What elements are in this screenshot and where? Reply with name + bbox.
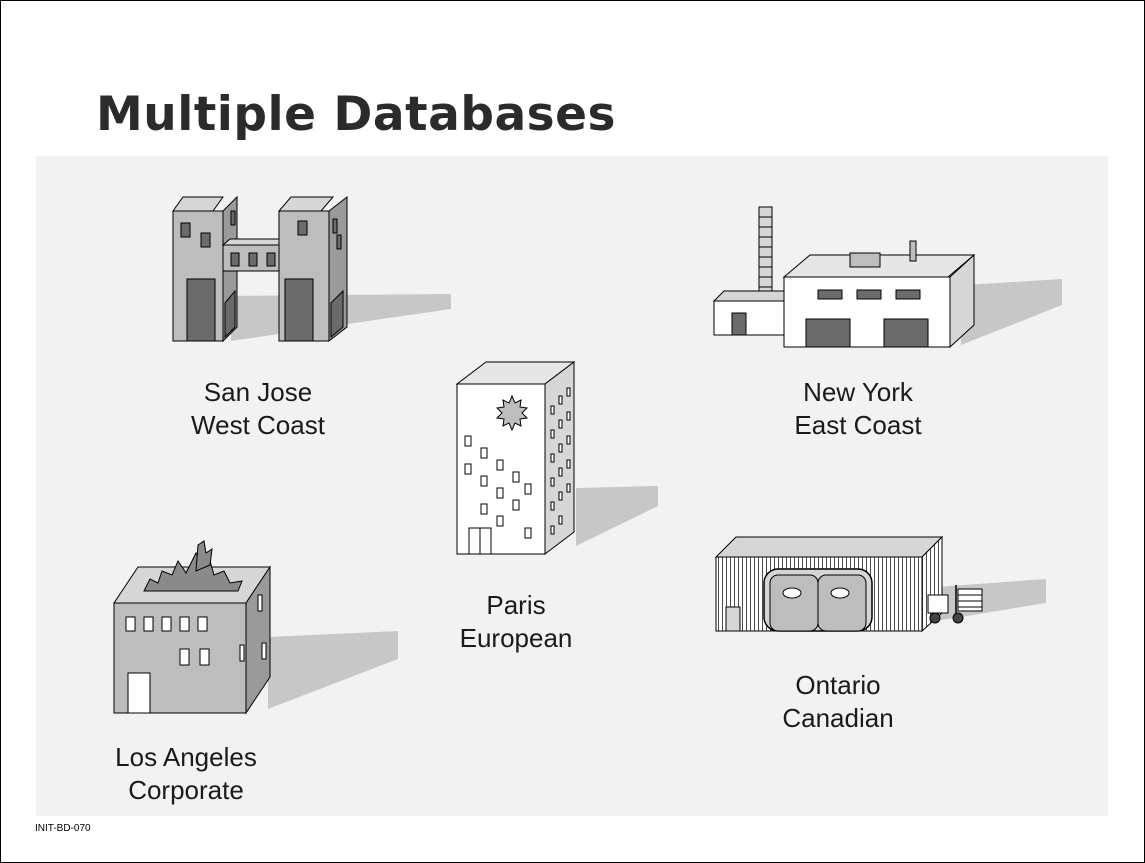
los-angeles-site: [106, 531, 406, 716]
los-angeles-caption: Los Angeles Corporate: [81, 741, 291, 807]
san-jose-caption: San Jose West Coast: [153, 376, 363, 442]
slide-title: Multiple Databases: [96, 87, 617, 142]
paris-site: [441, 356, 666, 561]
san-jose-building-icon: [172, 195, 451, 343]
ontario-region-label: Canadian: [782, 703, 894, 733]
los-angeles-city-label: Los Angeles: [115, 742, 257, 772]
slide-code: INIT-BD-070: [35, 823, 91, 834]
san-jose-region-label: West Coast: [191, 410, 325, 440]
san-jose-site: [161, 191, 461, 351]
new-york-caption: New York East Coast: [753, 376, 963, 442]
paris-caption: Paris European: [411, 589, 621, 655]
paris-city-label: Paris: [486, 590, 546, 620]
new-york-region-label: East Coast: [794, 410, 922, 440]
san-jose-city-label: San Jose: [203, 377, 313, 407]
ontario-warehouse-icon: [714, 535, 1046, 633]
los-angeles-region-label: Corporate: [128, 775, 244, 805]
los-angeles-building-icon: [113, 540, 398, 715]
new-york-city-label: New York: [803, 377, 913, 407]
paris-region-label: European: [459, 623, 573, 653]
paris-tower-icon: [455, 360, 658, 556]
ontario-city-label: Ontario: [795, 670, 881, 700]
new-york-factory-icon: [712, 206, 1062, 349]
ontario-caption: Ontario Canadian: [733, 669, 943, 735]
ontario-site: [706, 531, 1056, 641]
new-york-site: [706, 201, 1076, 361]
